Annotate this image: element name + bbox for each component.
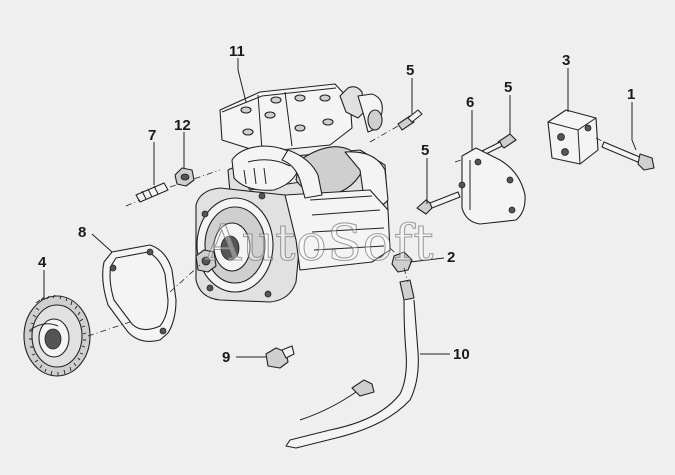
callout-7: 7 <box>148 127 156 144</box>
plug-part-9 <box>265 345 295 369</box>
bolt-part-5-top <box>369 109 423 143</box>
nut-part-12 <box>174 167 195 187</box>
compressor-assembly-part-11 <box>195 83 391 303</box>
callout-5-right: 5 <box>504 79 512 96</box>
axis-gear <box>87 321 131 337</box>
callout-9: 9 <box>222 349 230 366</box>
callout-6: 6 <box>466 94 474 111</box>
callout-8: 8 <box>78 224 86 241</box>
gasket-part-8 <box>102 244 177 342</box>
callout-11: 11 <box>229 43 245 60</box>
callout-2: 2 <box>447 249 455 266</box>
bolt-part-5-left <box>416 191 461 215</box>
callout-10: 10 <box>453 346 470 363</box>
callout-5-left: 5 <box>421 142 429 159</box>
callout-4: 4 <box>38 254 47 271</box>
pipe-part-10 <box>285 267 419 449</box>
callout-leaders <box>43 58 637 358</box>
callout-3: 3 <box>562 52 570 69</box>
callout-5-top: 5 <box>406 62 414 79</box>
fitting-part-2 <box>389 247 413 273</box>
gear-part-4 <box>23 294 91 377</box>
callout-12: 12 <box>174 117 191 134</box>
stud-part-7 <box>125 169 221 207</box>
callout-labels: 11 5 5 5 3 1 6 7 12 8 4 2 9 10 <box>38 43 635 366</box>
block-part-3 <box>547 109 599 165</box>
callout-1: 1 <box>627 86 635 103</box>
bracket-part-6 <box>458 147 526 225</box>
autosoft-watermark: AutoSoft <box>204 214 434 272</box>
bolt-part-1 <box>595 137 655 171</box>
